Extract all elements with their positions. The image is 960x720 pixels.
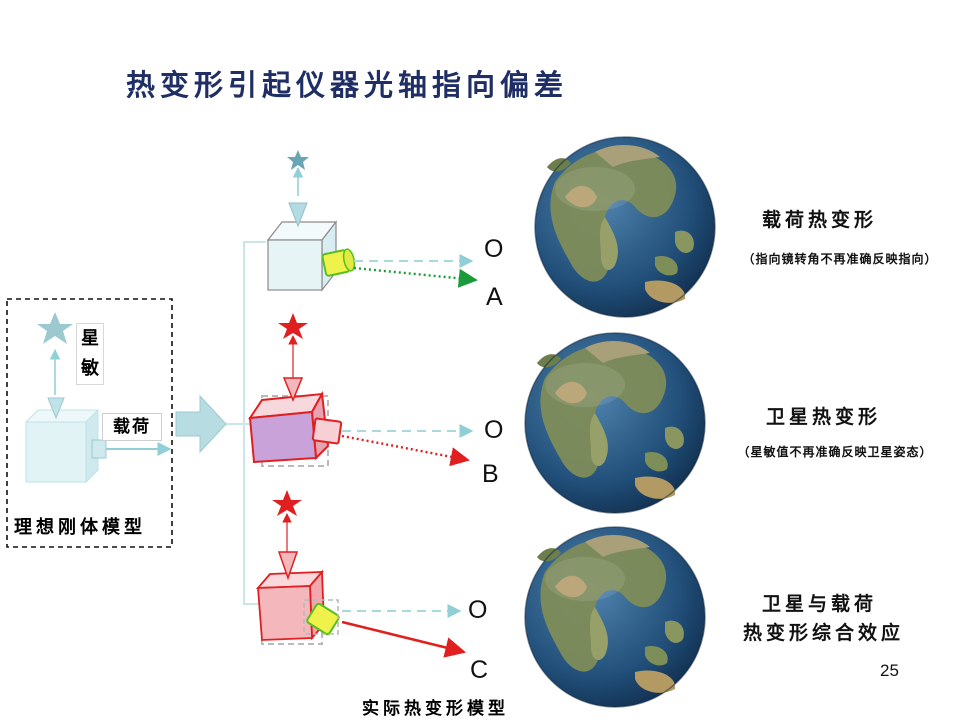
payload-label: 载荷 <box>102 413 162 441</box>
row-b-caption-title: 卫星热变形 <box>766 406 882 428</box>
row-c-deformed-axis <box>341 620 467 658</box>
ideal-satellite-cube <box>24 397 107 484</box>
row-a-payload-lens <box>321 248 356 277</box>
row-a-caption-note: （指向镜转角不再准确反映指向） <box>742 252 938 266</box>
row-a-point-label: A <box>486 283 503 311</box>
row-b-caption-note: （星敏值不再准确反映卫星姿态） <box>737 445 933 459</box>
row-b-o-label: O <box>484 416 504 444</box>
earth-globe-b <box>524 332 706 514</box>
row-b-star-icon <box>278 313 308 339</box>
row-c-o-label: O <box>468 596 488 624</box>
row-c-caption-line2: 热变形综合效应 <box>743 622 905 644</box>
row-a-star-icon <box>287 150 309 170</box>
page-title: 热变形引起仪器光轴指向偏差 <box>126 68 569 102</box>
row-c-caption-line1: 卫星与载荷 <box>762 593 878 615</box>
page-number: 25 <box>880 661 899 680</box>
row-c-star-icon <box>272 490 302 516</box>
row-a-caption-title: 载荷热变形 <box>762 209 878 231</box>
row-b-payload-lens <box>311 417 343 445</box>
earth-globe-c <box>524 526 706 708</box>
row-b-deformed-axis <box>341 434 470 467</box>
earth-globe-a <box>534 136 716 318</box>
row-b-point-label: B <box>482 460 499 488</box>
row-a-deformed-axis <box>353 266 478 288</box>
ideal-model-label: 理想刚体模型 <box>14 517 146 538</box>
row-c-point-label: C <box>470 656 489 684</box>
row-a-satellite-cube <box>266 202 338 292</box>
star-sensor-label: 星敏 <box>76 323 104 385</box>
ideal-star-icon <box>37 312 73 344</box>
row-a-o-label: O <box>484 235 504 263</box>
actual-model-label: 实际热变形模型 <box>362 699 509 719</box>
transition-arrow <box>175 394 227 454</box>
row-c-payload-lens <box>303 599 340 636</box>
row-c-satellite-cube <box>255 551 325 645</box>
ideal-model-frame <box>6 298 173 548</box>
